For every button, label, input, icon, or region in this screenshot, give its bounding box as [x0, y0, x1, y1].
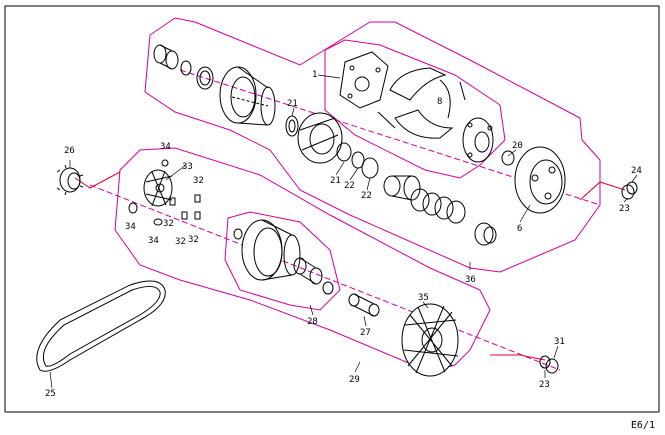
group-outline-29 — [114, 147, 491, 373]
bushing-part — [153, 44, 214, 90]
axis-lower — [89, 184, 561, 371]
part-label-25: 25 — [45, 389, 56, 399]
part-labels: 1 6 8 20 21 21 22 22 23 23 24 25 26 27 2… — [45, 70, 642, 399]
part-label-22b: 22 — [361, 191, 372, 201]
driven-pulley-moving-half — [297, 112, 379, 179]
page-code: E6/1 — [630, 420, 655, 431]
part-label-6: 6 — [517, 224, 522, 234]
spacer-collar-part — [348, 293, 380, 317]
nut-part-upper — [621, 181, 638, 200]
part-label-29: 29 — [349, 375, 360, 385]
part-label-8: 8 — [437, 97, 442, 107]
part-label-35: 35 — [418, 293, 429, 303]
clutch-hub-part — [462, 117, 515, 166]
page-frame — [4, 5, 660, 413]
driven-face-part — [219, 66, 276, 126]
part-label-36: 36 — [465, 275, 476, 285]
drive-belt-part — [36, 280, 166, 372]
group-outline-28 — [224, 211, 341, 311]
part-label-34c: 34 — [148, 236, 159, 246]
oil-seal-part — [285, 115, 299, 137]
group-outlines — [89, 17, 601, 373]
variator-pulley-part — [233, 219, 301, 281]
leader-lines — [49, 74, 638, 389]
part-label-21a: 21 — [287, 99, 298, 109]
part-label-21b: 21 — [330, 176, 341, 186]
part-label-20: 20 — [512, 141, 523, 151]
torque-spring-part — [383, 175, 497, 246]
starter-gear-part — [56, 164, 84, 196]
axis-top — [179, 69, 601, 206]
clutch-bell-part — [514, 146, 566, 214]
part-label-32c: 32 — [175, 237, 186, 247]
part-label-1: 1 — [312, 70, 317, 80]
part-label-32a: 32 — [193, 176, 204, 186]
part-label-33: 33 — [182, 162, 193, 172]
part-label-23b: 23 — [539, 380, 550, 390]
roller-weights — [169, 194, 201, 220]
part-label-27: 27 — [360, 328, 371, 338]
clutch-carrier-plate — [339, 51, 389, 109]
part-label-31: 31 — [554, 337, 565, 347]
collar-part — [293, 257, 334, 295]
part-label-32d: 32 — [188, 235, 199, 245]
parts-linework — [36, 44, 638, 377]
part-label-34a: 34 — [160, 142, 171, 152]
drive-face-fan-part — [401, 303, 459, 377]
nut-part-lower — [539, 355, 559, 374]
ramp-plate-part — [143, 169, 173, 207]
part-label-23a: 23 — [619, 204, 630, 214]
part-label-34b: 34 — [125, 222, 136, 232]
part-label-32b: 32 — [163, 219, 174, 229]
part-label-26: 26 — [64, 146, 75, 156]
part-label-24: 24 — [631, 166, 642, 176]
clutch-shoes — [377, 67, 466, 139]
slider-pieces — [128, 159, 169, 226]
group-outline-clutch — [324, 39, 506, 179]
part-label-28: 28 — [307, 317, 318, 327]
part-label-22a: 22 — [344, 181, 355, 191]
